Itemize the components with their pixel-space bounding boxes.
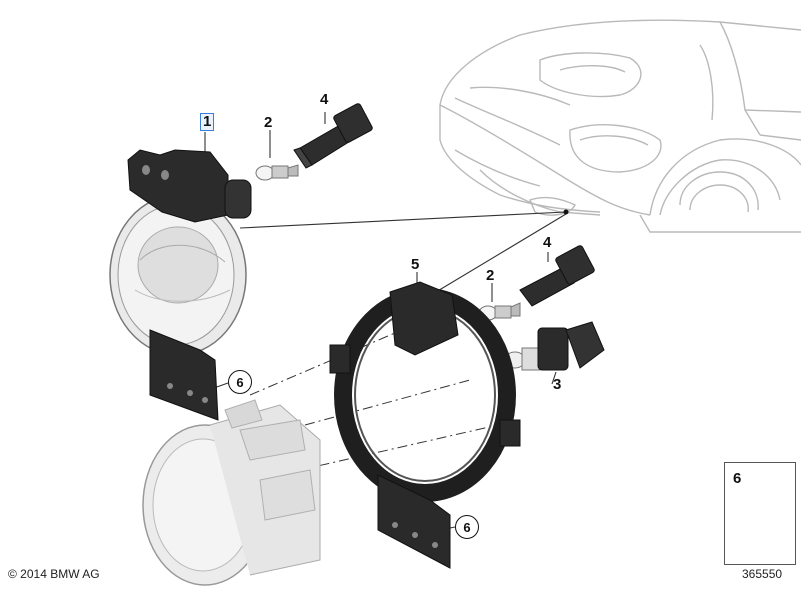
callout-5[interactable]: 5 <box>411 256 420 273</box>
car-outline <box>439 19 801 233</box>
fog-light-lens-drawing <box>142 399 321 586</box>
callout-6-right[interactable]: 6 <box>455 515 479 539</box>
copyright-text: © 2014 BMW AG <box>8 567 100 581</box>
legend-plate-box <box>724 520 796 565</box>
callout-1[interactable]: 1 <box>199 113 215 131</box>
callout-2-top[interactable]: 2 <box>264 114 273 131</box>
callout-6-left[interactable]: 6 <box>228 370 252 394</box>
h-bulb-drawing <box>504 321 605 371</box>
diagram-number: 365550 <box>742 567 783 581</box>
legend-screw-box: 6 <box>724 462 796 522</box>
fog-light-assembly-drawing <box>109 149 252 421</box>
callout-4-mid[interactable]: 4 <box>543 234 552 251</box>
bulb-socket-mid-drawing <box>519 245 595 307</box>
legend-number: 6 <box>733 470 742 487</box>
retaining-ring-drawing <box>329 281 521 569</box>
callout-2-mid[interactable]: 2 <box>486 267 495 284</box>
bulb-socket-top-drawing <box>293 103 373 169</box>
bulb-top-drawing <box>255 164 299 181</box>
callout-3[interactable]: 3 <box>553 376 562 393</box>
callout-4-top[interactable]: 4 <box>320 91 329 108</box>
